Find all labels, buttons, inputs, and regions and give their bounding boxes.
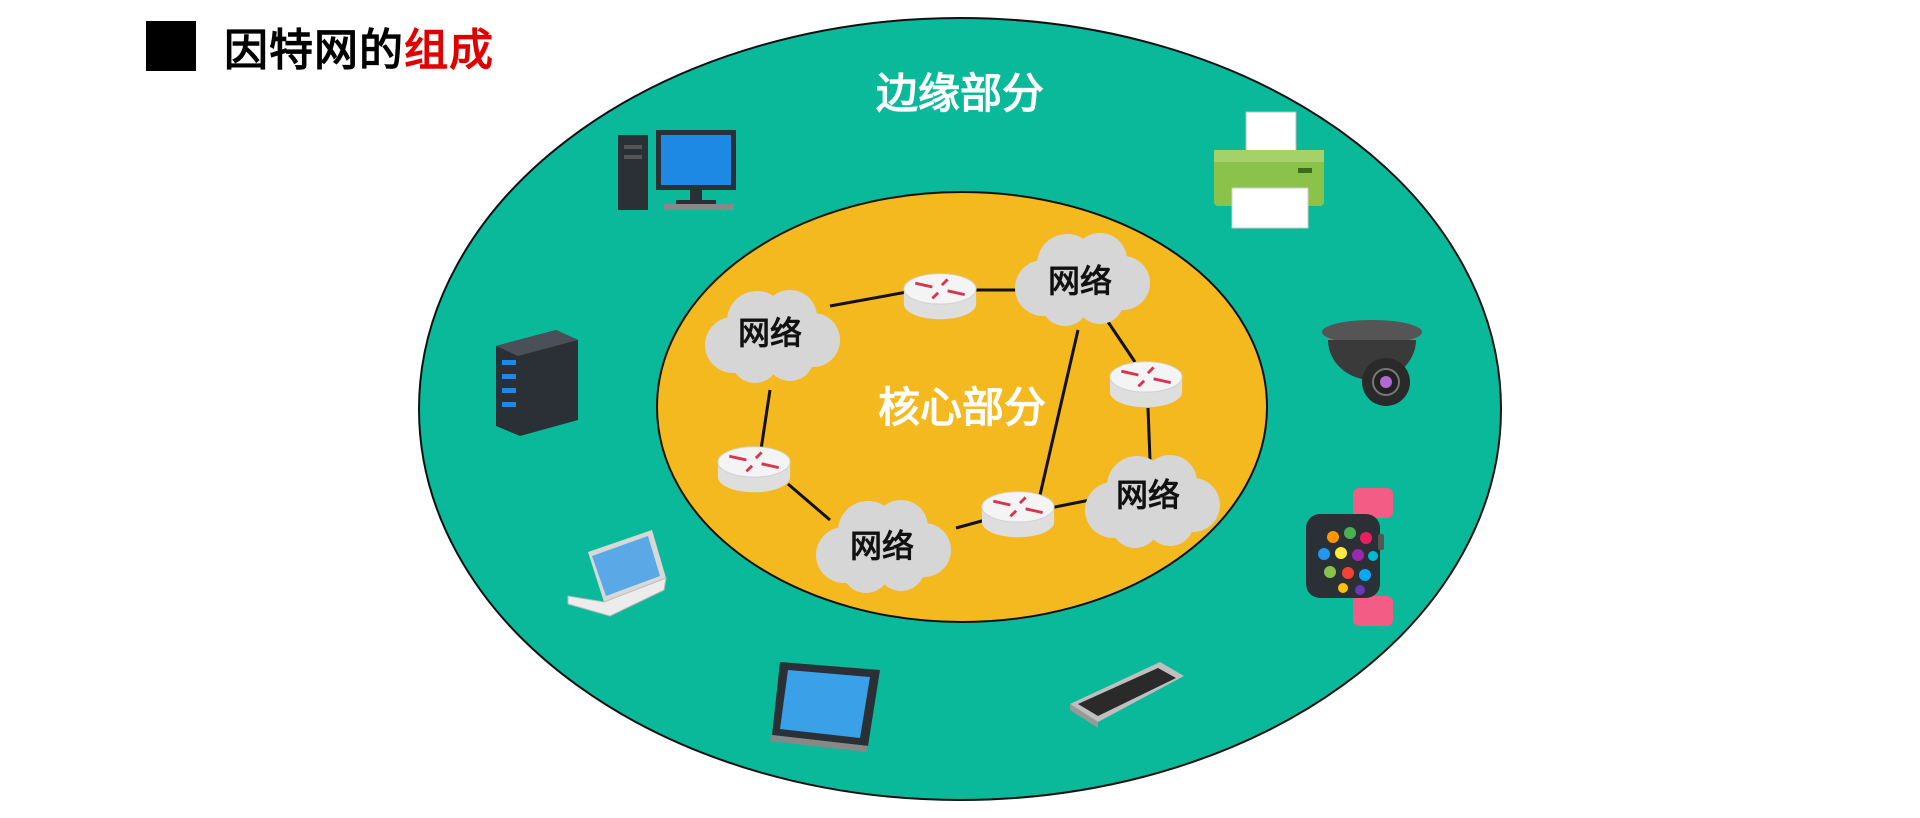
title-square-marker	[146, 21, 196, 71]
server-icon	[496, 330, 578, 436]
desktop-computer-icon	[618, 130, 736, 210]
router-icon	[716, 445, 792, 494]
network-cloud: 网络	[816, 500, 951, 593]
network-cloud: 网络	[705, 290, 840, 383]
printer-icon	[1214, 111, 1324, 229]
network-cloud: 网络	[1015, 233, 1150, 326]
svg-text:网络: 网络	[1048, 262, 1112, 300]
router-icon	[1108, 360, 1184, 409]
page-title: 因特网的组成	[224, 25, 494, 76]
slide-title: 因特网的组成	[146, 18, 494, 76]
smartwatch-icon	[1306, 488, 1393, 626]
router-icon	[902, 272, 978, 321]
svg-text:网络: 网络	[738, 314, 802, 352]
title-accent: 组成	[404, 25, 494, 76]
core-region-label: 核心部分	[878, 383, 1046, 432]
edge-region-label: 边缘部分	[876, 69, 1044, 118]
security-camera-icon	[1322, 320, 1422, 406]
svg-text:网络: 网络	[850, 527, 914, 565]
smartphone-icon	[1070, 662, 1184, 728]
network-cloud: 网络	[1085, 455, 1220, 548]
laptop-icon	[567, 530, 667, 617]
router-icon	[980, 490, 1056, 539]
tablet-icon	[770, 662, 880, 752]
svg-text:网络: 网络	[1116, 476, 1180, 514]
